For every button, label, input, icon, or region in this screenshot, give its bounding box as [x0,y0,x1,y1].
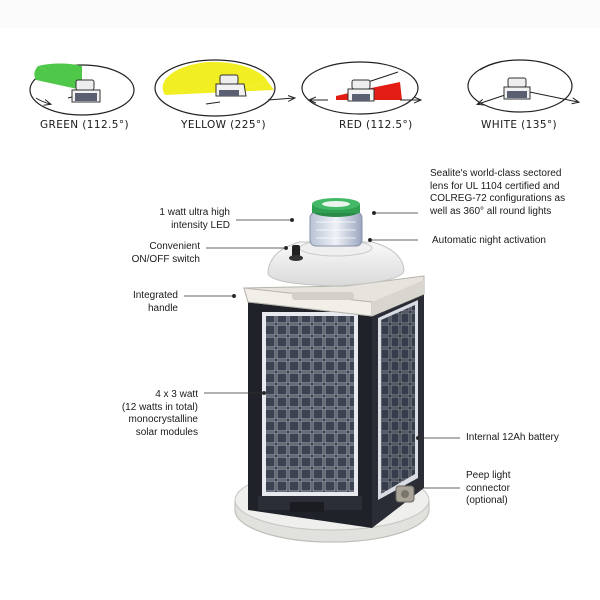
callout-handle: Integrated handle [132,290,178,314]
callout-leaders [184,210,460,490]
sector-diagram-red [301,61,420,115]
callout-led: 1 watt ultra high intensity LED [159,207,230,231]
sector-label-yellow: YELLOW (225°) [181,119,267,131]
callout-switch: Convenient ON/OFF switch [131,241,200,265]
solar-lantern-illustration [234,198,430,543]
top-band [0,0,600,28]
callout-peep-connector: Peep light connector (optional) [466,470,511,506]
callout-solar: 4 x 3 watt (12 watts in total) monocryst… [121,389,198,438]
sector-diagram-yellow [154,59,294,117]
light-icon-red [347,79,375,102]
light-icon-white [503,77,531,100]
sector-label-white: WHITE (135°) [481,119,558,131]
sector-label-red: RED (112.5°) [339,119,413,131]
light-icon-green [71,79,101,103]
callout-night-activation: Automatic night activation [432,235,546,246]
light-icon-yellow [215,74,247,97]
callout-lens: Sealite's world-class sectored lens for … [430,168,566,217]
sector-diagram-white [467,59,578,113]
sector-diagram-green [29,63,135,116]
callout-battery: Internal 12Ah battery [466,432,559,443]
sector-label-green: GREEN (112.5°) [40,119,129,131]
